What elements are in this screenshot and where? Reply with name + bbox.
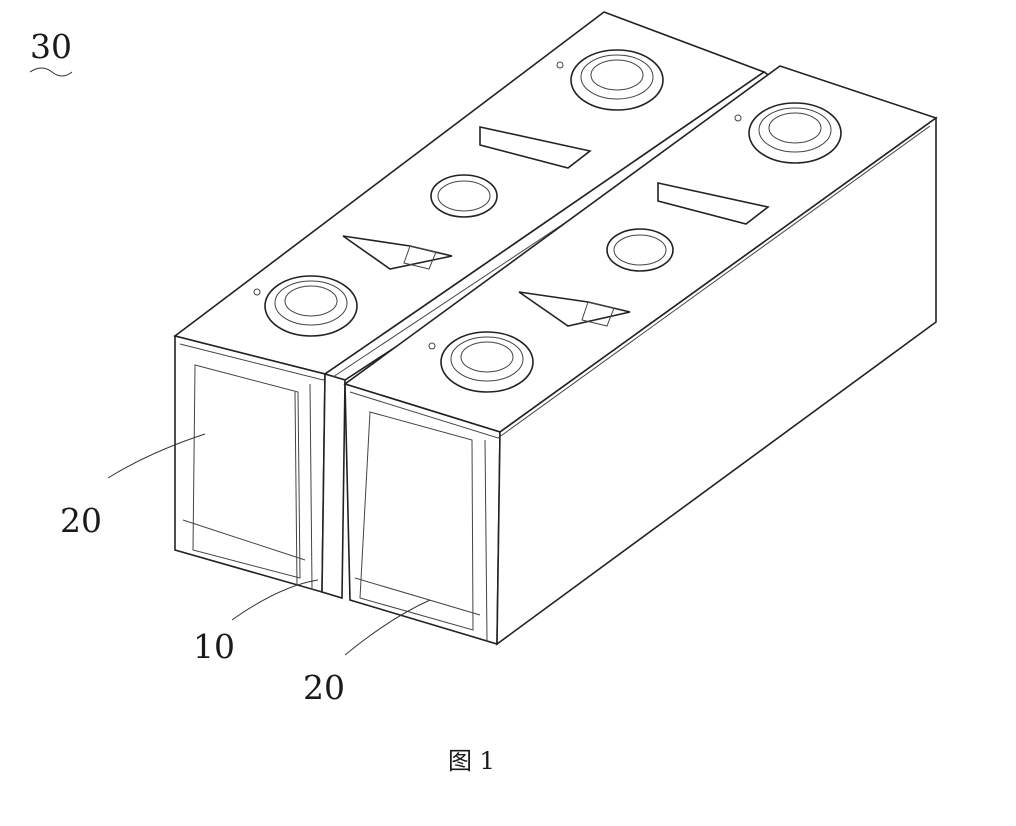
- label-spacer: 10: [193, 627, 235, 666]
- label-assembly: 30: [30, 27, 72, 66]
- label-cell-left: 20: [60, 501, 102, 540]
- label-cell-right: 20: [303, 668, 345, 707]
- leader-30: [30, 68, 72, 76]
- figure-caption: 图 1: [448, 747, 495, 775]
